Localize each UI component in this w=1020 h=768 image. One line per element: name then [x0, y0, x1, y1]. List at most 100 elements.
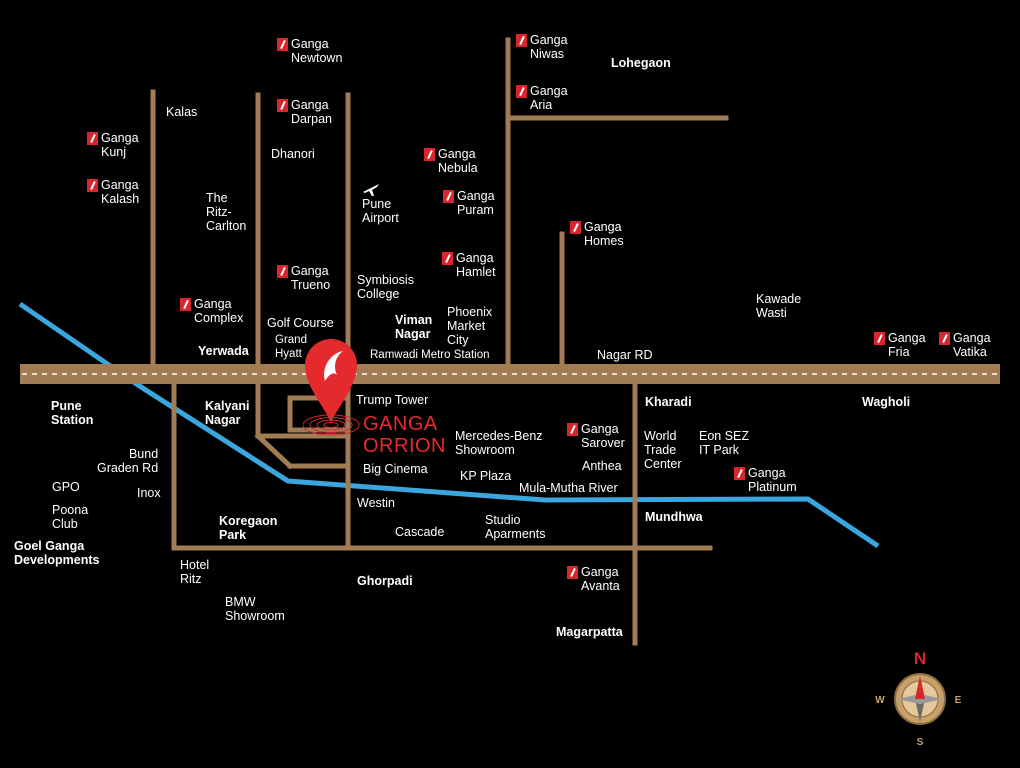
place-trump-tower: Trump Tower	[356, 393, 429, 407]
ganga-logo-icon	[874, 332, 885, 345]
place-studio-apartments: Studio Aparments	[485, 513, 546, 541]
ganga-logo-icon	[567, 566, 578, 579]
poi-label: Ganga Avanta	[581, 565, 620, 593]
place-westin: Westin	[357, 496, 395, 510]
ganga-logo-icon	[87, 132, 98, 145]
location-pin-icon	[303, 339, 360, 436]
ganga-logo-icon	[277, 99, 288, 112]
place-goel-ganga: Goel Ganga Developments	[14, 539, 100, 567]
place-poona-club: Poona Club	[52, 503, 89, 531]
place-viman-nagar: Viman Nagar	[395, 313, 433, 341]
place-lohegaon: Lohegaon	[611, 56, 671, 70]
project-title: GANGA ORRION	[363, 413, 446, 457]
place-phoenix-market-city: Phoenix Market City	[447, 305, 493, 347]
ganga-logo-icon	[516, 34, 527, 47]
poi-ganga-nebula[interactable]: Ganga Nebula	[424, 147, 478, 175]
place-bund-garden: Bund Graden Rd	[97, 447, 159, 475]
place-nagar-rd: Nagar RD	[597, 348, 653, 362]
poi-label: Ganga Aria	[530, 84, 568, 112]
poi-label: Ganga Homes	[584, 220, 624, 248]
place-mercedes-benz: Mercedes-Benz Showroom	[455, 429, 543, 457]
place-ramwadi-metro: Ramwadi Metro Station	[370, 349, 490, 361]
poi-ganga-homes[interactable]: Ganga Homes	[570, 220, 624, 248]
compass-rose-icon: N S E W	[875, 649, 962, 748]
compass-s: S	[917, 737, 924, 748]
poi-ganga-trueno[interactable]: Ganga Trueno	[277, 264, 330, 292]
poi-ganga-aria[interactable]: Ganga Aria	[516, 84, 568, 112]
poi-ganga-vatika[interactable]: Ganga Vatika	[939, 331, 991, 359]
ganga-logo-icon	[734, 467, 745, 480]
poi-ganga-hamlet[interactable]: Ganga Hamlet	[442, 251, 496, 279]
poi-ganga-puram[interactable]: Ganga Puram	[443, 189, 495, 217]
place-wagholi: Wagholi	[862, 395, 911, 409]
poi-ganga-kunj[interactable]: Ganga Kunj	[87, 131, 139, 159]
place-golf-course: Golf Course	[267, 316, 334, 330]
ganga-logo-icon	[570, 221, 581, 234]
ganga-logo-icon	[180, 298, 191, 311]
place-inox: Inox	[137, 486, 161, 500]
place-hotel-ritz: Hotel Ritz	[180, 558, 210, 586]
place-anthea: Anthea	[582, 459, 622, 473]
place-grand-hyatt: Grand Hyatt	[275, 334, 307, 360]
poi-ganga-fria[interactable]: Ganga Fria	[874, 331, 926, 359]
place-symbiosis-college: Symbiosis College	[357, 273, 414, 301]
place-kalas: Kalas	[166, 105, 198, 119]
poi-ganga-platinum[interactable]: Ganga Platinum	[734, 466, 797, 494]
place-cascade: Cascade	[395, 525, 445, 539]
place-mundhwa: Mundhwa	[645, 510, 703, 524]
poi-ganga-niwas[interactable]: Ganga Niwas	[516, 33, 568, 61]
compass-e: E	[955, 695, 962, 706]
ganga-logo-icon	[567, 423, 578, 436]
poi-label: Ganga Kalash	[101, 178, 140, 206]
compass-n: N	[914, 649, 926, 668]
compass-w: W	[875, 695, 885, 706]
ganga-logo-icon	[939, 332, 950, 345]
poi-label: Ganga Complex	[194, 297, 244, 325]
place-eon-sez: Eon SEZ IT Park	[699, 429, 750, 457]
poi-label: Ganga Trueno	[291, 264, 331, 292]
poi-ganga-avanta[interactable]: Ganga Avanta	[567, 565, 620, 593]
poi-label: Ganga Kunj	[101, 131, 139, 159]
place-magarpatta: Magarpatta	[556, 625, 623, 639]
place-kp-plaza: KP Plaza	[460, 469, 512, 483]
poi-label: Ganga Newtown	[291, 37, 343, 65]
poi-ganga-complex[interactable]: Ganga Complex	[180, 297, 243, 325]
nagar-road	[20, 364, 1000, 384]
poi-ganga-darpan[interactable]: Ganga Darpan	[277, 98, 332, 126]
poi-label: Ganga Vatika	[953, 331, 991, 359]
ganga-logo-icon	[277, 265, 288, 278]
place-ghorpadi: Ghorpadi	[357, 574, 413, 588]
place-pune-station: Pune Station	[51, 399, 94, 427]
ganga-logo-icon	[87, 179, 98, 192]
place-kalyani-nagar: Kalyani Nagar	[205, 399, 250, 427]
place-yerwada: Yerwada	[198, 344, 249, 358]
poi-label: Ganga Darpan	[291, 98, 332, 126]
ganga-logo-icon	[424, 148, 435, 161]
ganga-logo-icon	[443, 190, 454, 203]
poi-label: Ganga Nebula	[438, 147, 478, 175]
poi-label: Ganga Fria	[888, 331, 926, 359]
poi-label: Ganga Niwas	[530, 33, 568, 61]
ganga-logo-icon	[277, 38, 288, 51]
place-kharadi: Kharadi	[645, 395, 692, 409]
place-bmw-showroom: BMW Showroom	[225, 595, 285, 623]
poi-label: Ganga Puram	[457, 189, 495, 217]
minor-roads	[150, 37, 729, 646]
place-dhanori: Dhanori	[271, 147, 315, 161]
place-big-cinema: Big Cinema	[363, 462, 428, 476]
place-pune-airport: Pune Airport	[362, 197, 399, 225]
place-world-trade-center: World Trade Center	[644, 429, 682, 471]
airplane-icon	[363, 184, 379, 196]
place-mula-mutha-river: Mula-Mutha River	[519, 481, 618, 495]
place-ritz-carlton: The Ritz- Carlton	[206, 191, 247, 233]
poi-ganga-sarover[interactable]: Ganga Sarover	[567, 422, 625, 450]
place-kawade-wasti: Kawade Wasti	[756, 292, 802, 320]
place-koregaon-park: Koregaon Park	[219, 514, 278, 542]
poi-ganga-kalash[interactable]: Ganga Kalash	[87, 178, 139, 206]
road-kalyani-3	[254, 432, 294, 470]
poi-label: Ganga Platinum	[748, 466, 797, 494]
poi-ganga-newtown[interactable]: Ganga Newtown	[277, 37, 342, 65]
place-gpo: GPO	[52, 480, 80, 494]
